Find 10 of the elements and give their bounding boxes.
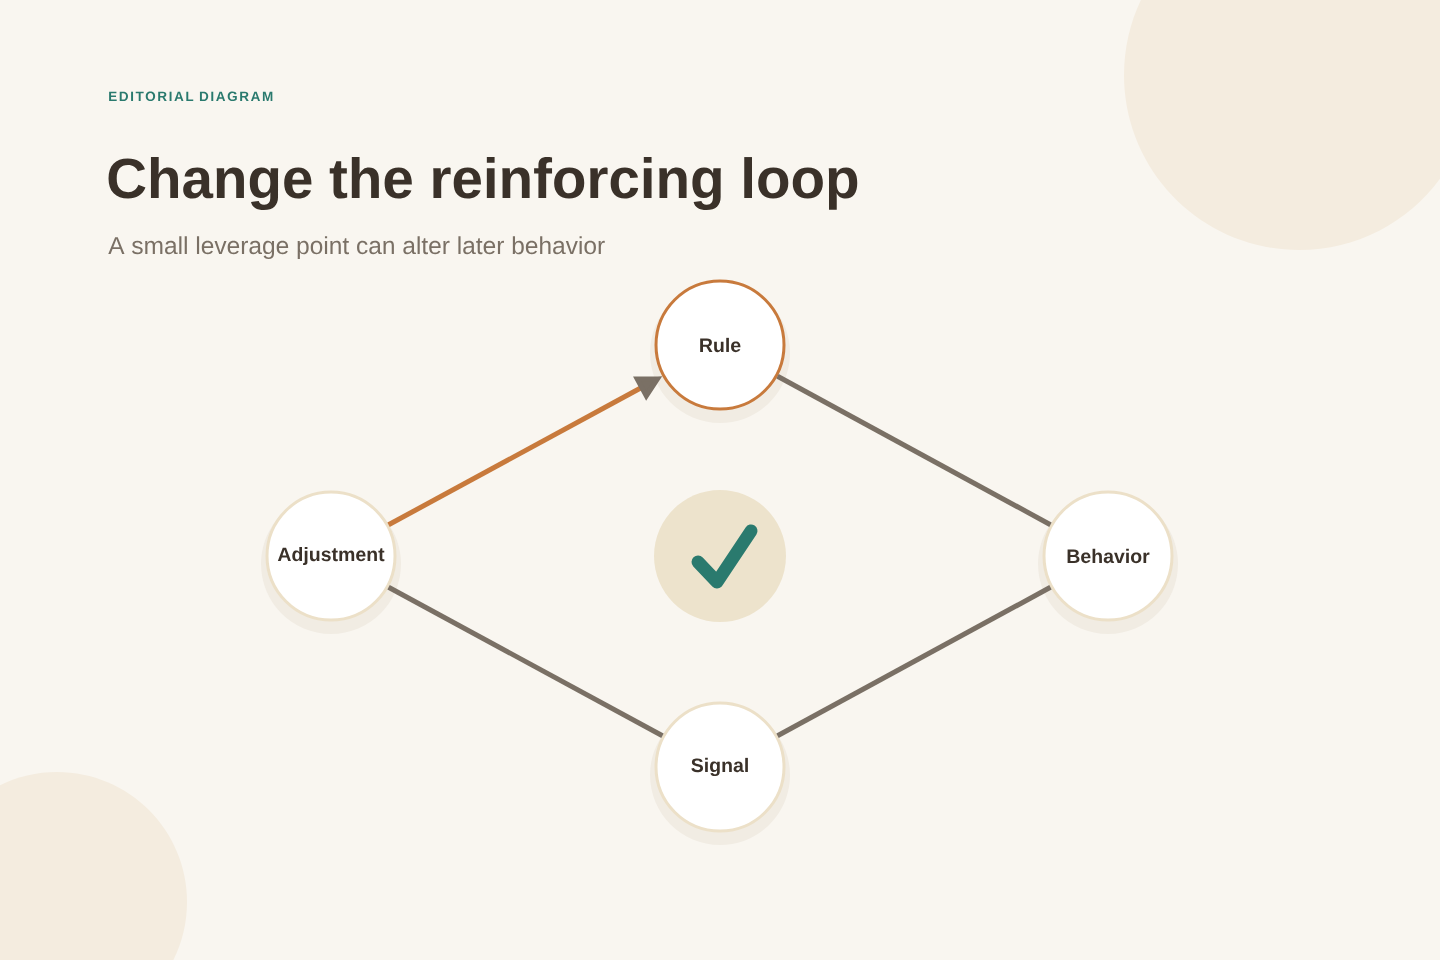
- subtitle: A small leverage point can alter later behavior: [108, 236, 605, 260]
- circle-node: Rule: [654, 279, 786, 411]
- title: Change the reinforcing loop: [108, 157, 858, 210]
- circle-node: Behavior: [1042, 490, 1174, 622]
- circle-node: Signal: [654, 701, 786, 833]
- connector-line: [387, 585, 664, 738]
- connector-line: [776, 585, 1052, 738]
- eyebrow-label: EDITORIAL DIAGRAM: [109, 91, 273, 102]
- circle-node: Adjustment: [265, 490, 397, 622]
- connector-line: [776, 374, 1052, 527]
